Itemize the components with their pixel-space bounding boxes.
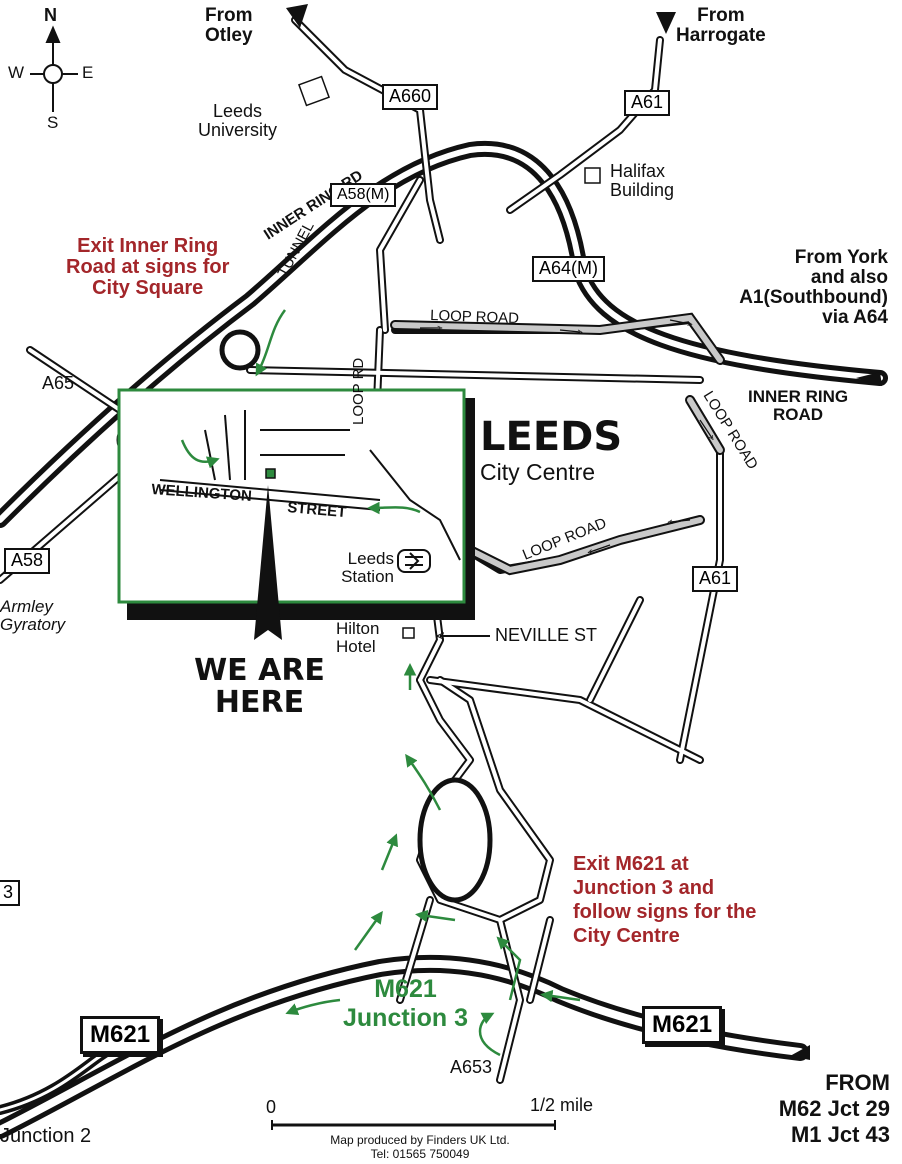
compass-rose [30, 25, 78, 112]
leeds-title: LEEDS [480, 414, 623, 460]
a61-top-shield: A61 [624, 90, 671, 116]
a61-right-shield: A61 [692, 566, 739, 592]
m621-junction3-label: M621 Junction 3 [343, 975, 469, 1032]
scale-zero: 0 [266, 1097, 277, 1117]
inner-ring-road-right-label: INNER RING ROAD [748, 387, 849, 424]
city-centre-subtitle: City Centre [480, 459, 596, 485]
from-harrogate: From Harrogate [676, 5, 766, 46]
we-are-here-label: WE ARE HERE [194, 653, 325, 720]
hilton-hotel-label: Hilton Hotel [336, 619, 380, 656]
credit-line2: Tel: 01565 750049 [370, 1147, 470, 1161]
leeds-university-label: Leeds University [198, 101, 278, 140]
m621-right-shield: M621 [642, 1006, 723, 1044]
credit-line1: Map produced by Finders UK Ltd. [330, 1133, 510, 1147]
loop-rd-vertical-label: LOOP RD [350, 358, 367, 425]
neville-st-label: NEVILLE ST [495, 625, 598, 645]
from-york: From York and also A1(Southbound) via A6… [739, 247, 888, 328]
compass-north: N [44, 5, 57, 25]
a58-shield: A58 [4, 548, 51, 574]
compass-south: S [47, 113, 59, 132]
m621-instruction: Exit M621 at Junction 3 and follow signs… [573, 853, 757, 947]
scale-label: 1/2 mile [530, 1095, 594, 1115]
a58m-shield: A58(M) [330, 183, 397, 207]
halifax-building-label: Halifax Building [610, 161, 675, 200]
m621-left-shield: M621 [80, 1016, 161, 1054]
armley-gyratory-label: Armley Gyratory [0, 597, 66, 634]
compass-east: E [82, 63, 94, 82]
compass-west: W [8, 63, 25, 82]
a64m-shield: A64(M) [532, 256, 606, 282]
a660-shield: A660 [382, 84, 439, 110]
a65-label: A65 [42, 373, 75, 393]
scale-bar [271, 1120, 556, 1130]
junction2-label: Junction 2 [0, 1125, 92, 1147]
partial-shield: 3 [0, 880, 21, 906]
we-are-here-pointer [254, 485, 282, 640]
from-m62: FROM M62 Jct 29 M1 Jct 43 [778, 1070, 890, 1147]
a653-label: A653 [450, 1057, 493, 1077]
from-otley: From Otley [205, 5, 253, 46]
loop-road-top-label: LOOP ROAD [430, 307, 520, 327]
leeds-station-label: Leeds Station [341, 549, 394, 586]
inner-ring-instruction: Exit Inner Ring Road at signs for City S… [66, 235, 230, 299]
